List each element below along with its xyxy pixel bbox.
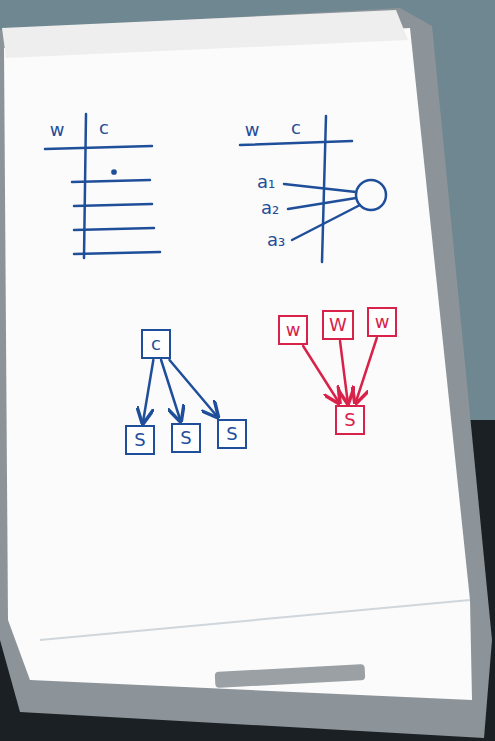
leader-line xyxy=(284,184,356,192)
box-letter: w xyxy=(286,321,301,339)
paper-roll xyxy=(2,10,408,58)
box-letter: w xyxy=(375,313,390,331)
letter-box: c xyxy=(141,329,171,359)
table-label: c xyxy=(99,119,109,137)
paper-sheet xyxy=(4,28,472,700)
arrow-connector xyxy=(340,341,348,403)
box-letter: c xyxy=(151,335,161,353)
join-circle xyxy=(356,180,386,210)
box-letter: S xyxy=(344,411,355,429)
table-label: w xyxy=(245,121,260,139)
letter-box: S xyxy=(217,419,247,449)
table-rule xyxy=(74,228,154,230)
table-rule xyxy=(74,252,160,254)
table-rule xyxy=(84,114,86,258)
letter-box: S xyxy=(335,405,365,435)
arrow-connector xyxy=(303,346,339,403)
table-rule xyxy=(72,180,150,182)
marker-tray xyxy=(215,664,366,688)
paper-edge xyxy=(40,600,470,640)
table-rule xyxy=(74,204,152,206)
arrow-connector xyxy=(356,338,377,403)
letter-box: S xyxy=(125,425,155,455)
box-letter: W xyxy=(329,316,347,334)
letter-box: W xyxy=(322,310,354,340)
easel-frame xyxy=(0,8,492,738)
letter-box: w xyxy=(367,307,397,337)
box-letter: S xyxy=(180,429,191,447)
leader-line xyxy=(288,198,356,209)
table-dot xyxy=(112,170,115,173)
table-rule xyxy=(45,146,152,149)
table-label: c xyxy=(291,119,301,137)
box-letter: S xyxy=(226,425,237,443)
arrow-connector xyxy=(143,360,154,423)
arrow-connector xyxy=(170,360,218,417)
table-label: w xyxy=(50,121,65,139)
table-label: a₁ xyxy=(257,173,275,191)
letter-box: S xyxy=(171,423,201,453)
table-label: a₃ xyxy=(267,231,285,249)
table-rule xyxy=(240,141,352,145)
box-letter: S xyxy=(134,431,145,449)
table-label: a₂ xyxy=(261,199,279,217)
leader-line xyxy=(292,205,360,240)
letter-box: w xyxy=(278,315,308,345)
